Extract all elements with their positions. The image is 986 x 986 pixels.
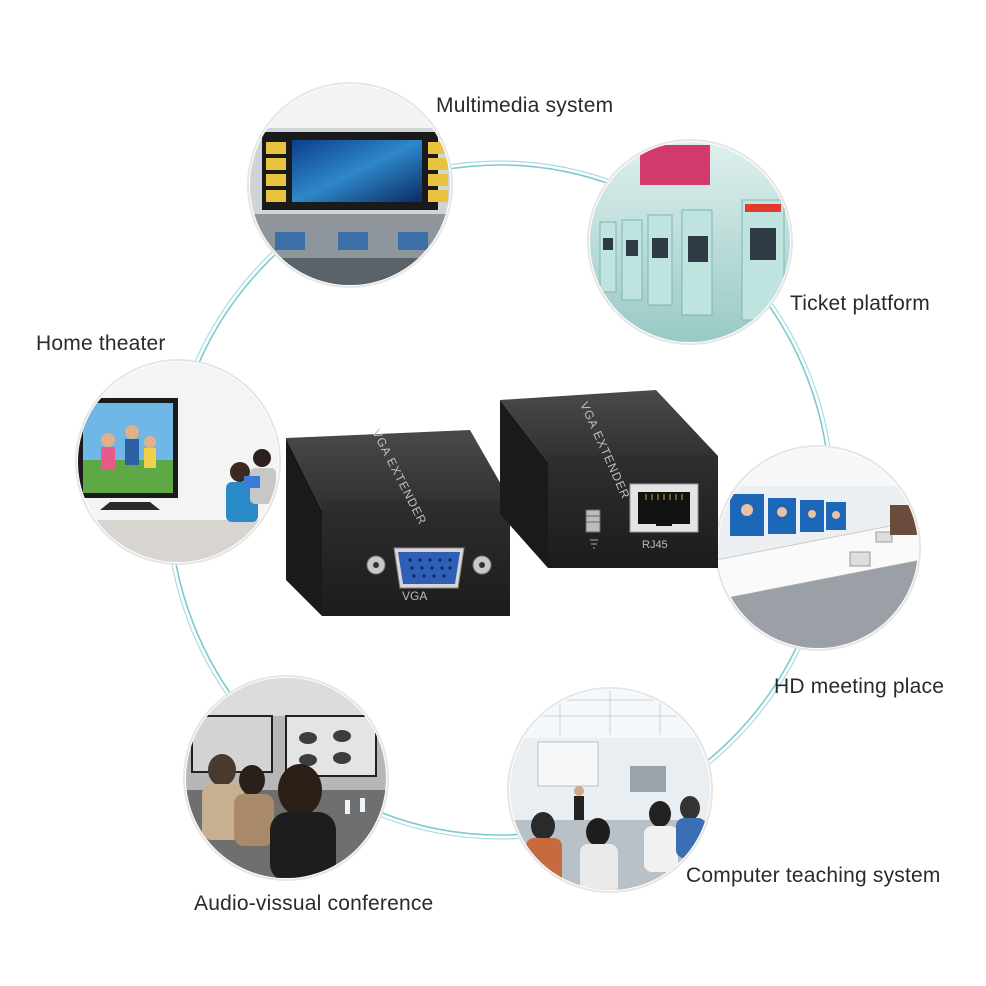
home-theater-image (75, 359, 281, 565)
vga-port-label: VGA (402, 589, 427, 603)
label-ticket-platform: Ticket platform (790, 292, 930, 315)
rj45-port (629, 483, 699, 533)
label-computer-teaching-system: Computer teaching system (686, 864, 941, 887)
rj45-port-label: RJ45 (642, 539, 668, 551)
hd-meeting-image (715, 445, 921, 651)
ground-screw (585, 509, 601, 549)
label-audio-visual-conference: Audio-vissual conference (194, 892, 434, 915)
vga-transmitter-device: VGA EXTENDER VGA (286, 427, 510, 616)
computer-teaching-image (507, 687, 713, 893)
label-hd-meeting-place: HD meeting place (774, 675, 945, 698)
vga-port (366, 547, 492, 589)
ticket-platform-image (587, 139, 793, 345)
label-multimedia-system: Multimedia system (436, 94, 614, 117)
label-home-theater: Home theater (36, 332, 166, 355)
multimedia-system-image (247, 82, 453, 288)
audio-visual-conference-image (183, 675, 389, 881)
rj45-receiver-device: VGA EXTENDER RJ45 (500, 390, 718, 568)
